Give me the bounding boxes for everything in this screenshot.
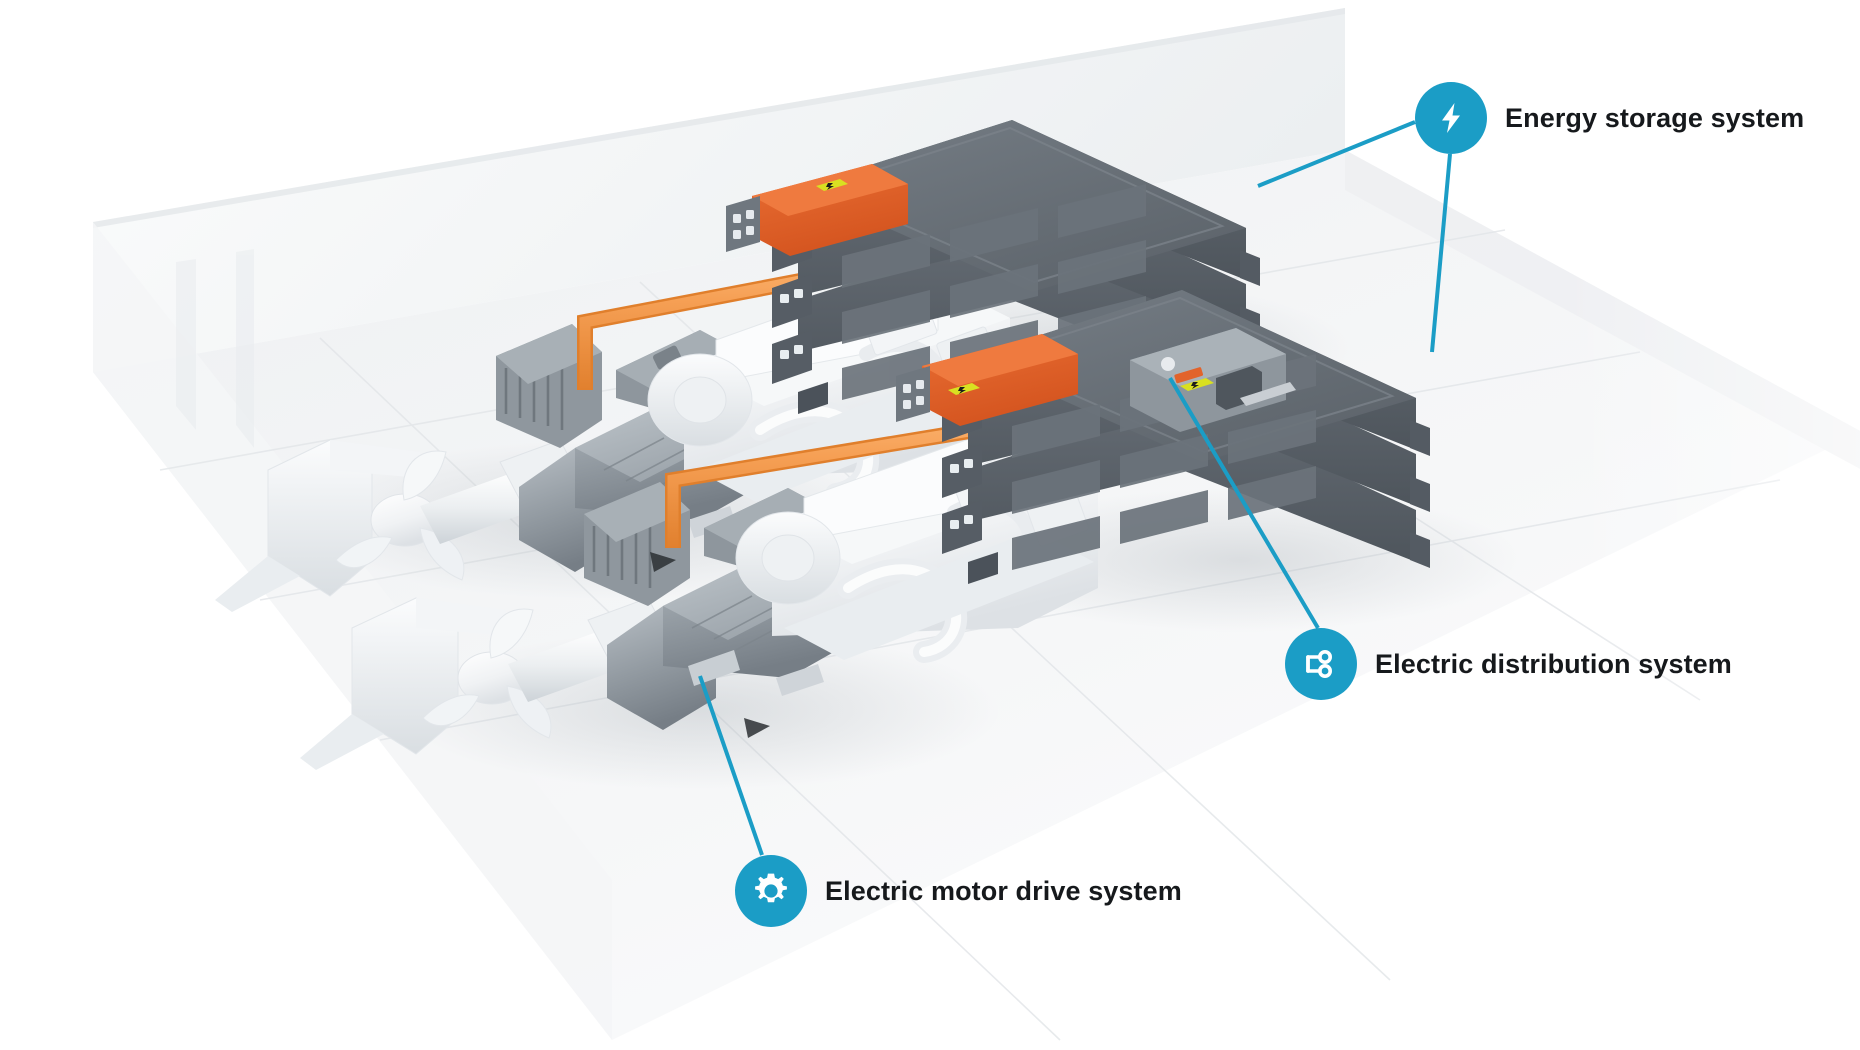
- callout-electric-distribution[interactable]: Electric distribution system: [1285, 628, 1732, 700]
- junction-box-lower: [896, 334, 1078, 426]
- high-voltage-warning-lower: [948, 383, 980, 395]
- lightning-bolt-icon[interactable]: [1415, 82, 1487, 154]
- junction-box-upper: [726, 164, 908, 256]
- callout-energy-storage[interactable]: Energy storage system: [1415, 82, 1804, 154]
- circuit-node-icon[interactable]: [1285, 628, 1357, 700]
- callout-electric-motor-drive[interactable]: Electric motor drive system: [735, 855, 1182, 927]
- propeller-shaft-upper: [215, 439, 581, 612]
- high-voltage-warning-upper: [816, 179, 848, 191]
- callout-label-electric-motor-drive: Electric motor drive system: [825, 875, 1182, 906]
- callout-label-electric-distribution: Electric distribution system: [1375, 648, 1732, 679]
- propeller-shaft-lower: [300, 597, 669, 770]
- gear-icon[interactable]: [735, 855, 807, 927]
- callout-label-energy-storage: Energy storage system: [1505, 102, 1805, 133]
- battery-stack-upper: [772, 120, 1260, 414]
